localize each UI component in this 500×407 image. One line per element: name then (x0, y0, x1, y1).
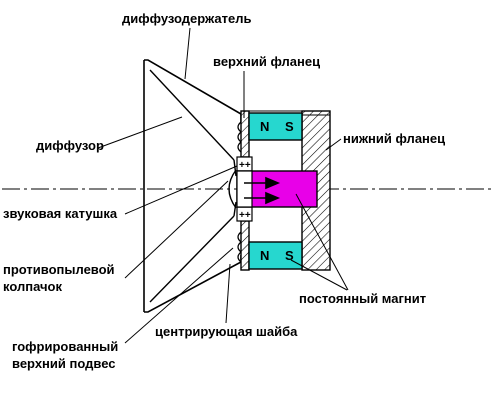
north-pole-label: N (260, 119, 269, 134)
voice-coil: ++ ++ (236, 156, 253, 222)
south-pole-label: S (285, 248, 294, 263)
dust-cap (228, 169, 237, 209)
label-surround-1: гофрированный (12, 339, 118, 354)
label-surround-2: верхний подвес (12, 356, 115, 371)
label-diffusor: диффузор (36, 138, 104, 153)
label-upper-flange: верхний фланец (213, 54, 320, 69)
svg-text:++: ++ (239, 160, 251, 171)
label-dust-cap-2: колпачок (3, 279, 62, 294)
label-lower-flange: нижний фланец (343, 131, 445, 146)
leader-lines (97, 27, 349, 344)
permanent-magnet-bottom: N S (248, 241, 303, 270)
label-dust-cap-1: противопылевой (3, 262, 115, 277)
south-pole-label: S (285, 119, 294, 134)
permanent-magnet-top: N S (248, 112, 303, 141)
north-pole-label: N (260, 248, 269, 263)
centering-washer (237, 121, 243, 263)
label-diffusor-holder: диффузодержатель (122, 11, 252, 26)
label-permanent-magnet: постоянный магнит (299, 291, 426, 306)
diffuser-cone (149, 69, 237, 303)
field-arrows (244, 176, 281, 205)
label-voice-coil: звуковая катушка (3, 206, 118, 221)
svg-text:++: ++ (239, 210, 251, 221)
label-centering-washer: центрирующая шайба (155, 324, 298, 339)
diffuser-holder (143, 59, 242, 313)
pole-piece-core (236, 170, 318, 208)
